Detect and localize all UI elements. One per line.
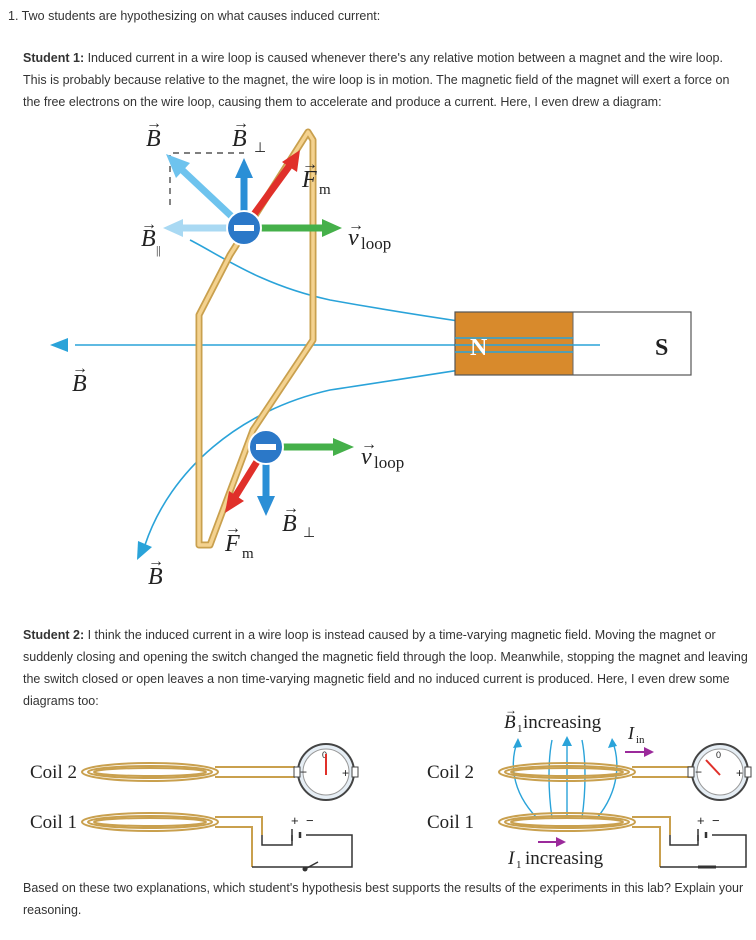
b1-increasing-label: increasing — [523, 712, 602, 733]
right-coil-setup: Coil 2 Coil 1 + − 0 — [427, 707, 752, 871]
svg-text:→: → — [283, 500, 299, 517]
right-coil1-label: Coil 1 — [427, 812, 474, 833]
magnet-s-label: S — [655, 335, 668, 361]
svg-text:→: → — [148, 553, 164, 570]
label-bperp-lower: B — [282, 511, 297, 537]
svg-text:0: 0 — [322, 750, 327, 760]
svg-text:1: 1 — [517, 723, 523, 735]
right-coil2-label: Coil 2 — [427, 762, 474, 783]
svg-text:−: − — [695, 765, 702, 779]
i1-label: I — [507, 848, 516, 869]
student2-text: I think the induced current in a wire lo… — [23, 628, 748, 708]
svg-text:+: + — [342, 766, 349, 780]
left-coil2-label: Coil 2 — [30, 762, 77, 783]
label-fm-lower: F — [224, 531, 240, 557]
svg-text:→: → — [505, 707, 517, 717]
dashed-box — [169, 152, 244, 205]
svg-text:+: + — [736, 766, 743, 780]
label-b-lower: B — [148, 564, 163, 590]
svg-text:→: → — [348, 217, 364, 234]
svg-text:→: → — [361, 436, 377, 453]
label-b-upper: B — [146, 126, 161, 152]
svg-text:→: → — [233, 115, 249, 132]
label-vloop-lower: v — [361, 444, 372, 470]
magnet-loop-diagram: N S B → B → ⊥ B → || F → m v → loop B → … — [50, 115, 692, 590]
student2-label: Student 2: — [23, 628, 85, 642]
student2-paragraph: Student 2: I think the induced current i… — [23, 624, 748, 712]
svg-text:+: + — [291, 813, 299, 828]
svg-text:→: → — [146, 115, 162, 132]
svg-text:⊥: ⊥ — [303, 526, 315, 541]
coils-diagram: Coil 2 Coil 1 + − 0 − + Coil 2 Coil 1 — [30, 707, 752, 872]
label-bperp-upper: B — [232, 126, 247, 152]
svg-text:in: in — [636, 734, 645, 746]
field-arrow-left — [50, 338, 68, 352]
svg-text:−: − — [306, 813, 314, 828]
svg-text:→: → — [141, 216, 157, 233]
i-in-label: I — [627, 723, 635, 743]
left-coil1-label: Coil 1 — [30, 812, 77, 833]
label-fm-upper: F — [301, 167, 317, 193]
magnet-south — [572, 311, 692, 376]
svg-text:→: → — [72, 360, 88, 377]
student1-text: Induced current in a wire loop is caused… — [23, 51, 730, 109]
field-arrow-down — [137, 541, 152, 560]
b1-label: B — [504, 712, 516, 733]
svg-text:−: − — [712, 813, 720, 828]
label-vloop-upper: v — [348, 225, 359, 251]
magnet-n-label: N — [470, 335, 488, 361]
svg-text:m: m — [242, 546, 254, 562]
svg-text:→: → — [302, 156, 318, 173]
label-bpar: B — [141, 226, 156, 252]
student1-paragraph: Student 1: Induced current in a wire loo… — [23, 47, 748, 113]
label-b-left: B — [72, 371, 87, 397]
svg-text:loop: loop — [361, 234, 391, 253]
svg-text:+: + — [697, 813, 705, 828]
i1-increasing-label: increasing — [525, 848, 604, 869]
question-title: 1. Two students are hypothesizing on wha… — [8, 9, 381, 23]
svg-text:m: m — [319, 182, 331, 198]
wire-loop — [195, 128, 317, 549]
svg-text:loop: loop — [374, 453, 404, 472]
svg-text:0: 0 — [716, 750, 721, 760]
prompt-paragraph: Based on these two explanations, which s… — [23, 881, 744, 917]
svg-text:−: − — [300, 765, 307, 779]
svg-text:→: → — [225, 520, 241, 537]
student1-label: Student 1: — [23, 51, 85, 65]
magnet-north — [455, 312, 573, 375]
svg-text:⊥: ⊥ — [254, 141, 266, 156]
left-coil-setup: Coil 2 Coil 1 + − 0 − + — [30, 743, 359, 872]
svg-text:||: || — [156, 243, 161, 257]
svg-text:1: 1 — [516, 859, 522, 871]
field-lines — [75, 239, 600, 546]
